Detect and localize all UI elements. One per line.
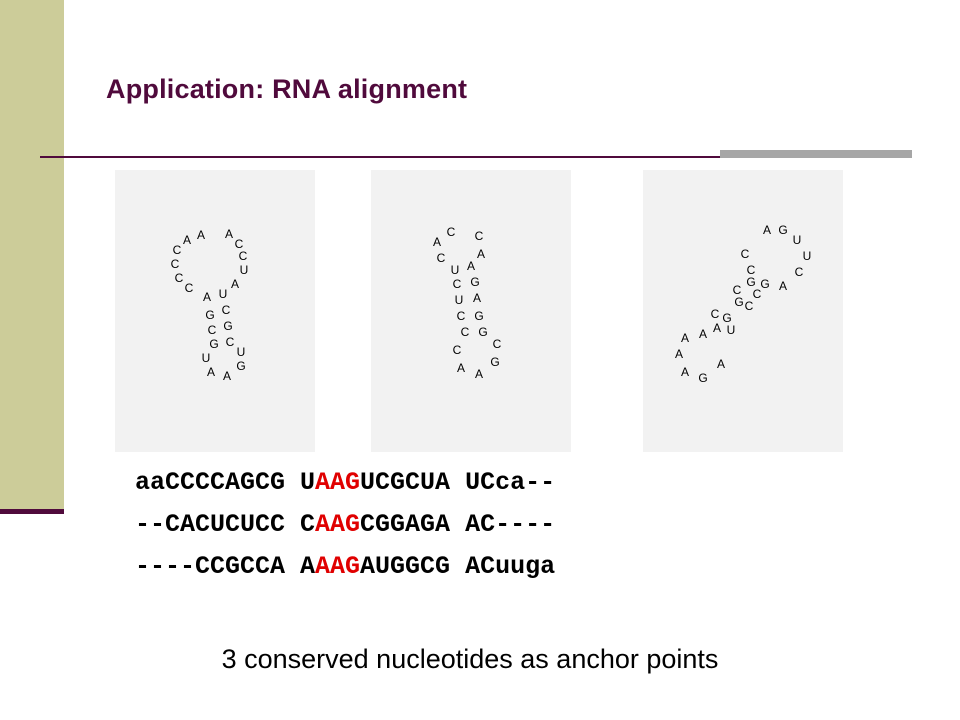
nucleotide-label: G <box>470 275 479 289</box>
nucleotide-label: A <box>183 233 191 247</box>
nucleotide-label: C <box>493 337 502 351</box>
nucleotide-label: C <box>226 335 235 349</box>
nucleotide-label: A <box>779 279 787 293</box>
title-divider <box>40 156 912 158</box>
nucleotide-label: C <box>171 257 180 271</box>
nucleotide-label: U <box>219 287 228 301</box>
nucleotide-label: G <box>746 275 755 289</box>
nucleotide-label: C <box>235 237 244 251</box>
nucleotide-label: U <box>451 263 460 277</box>
nucleotide-label: A <box>681 331 689 345</box>
nucleotide-label: U <box>793 233 802 247</box>
nucleotide-label: G <box>778 223 787 237</box>
nucleotide-label: C <box>457 309 466 323</box>
nucleotide-label: G <box>734 295 743 309</box>
alignment-row-3-prefix: ----CCGCCA A <box>135 552 316 581</box>
nucleotide-label: C <box>437 251 446 265</box>
alignment-row-3-suffix: AUGGCG ACuuga <box>360 552 556 581</box>
nucleotide-label: G <box>478 325 487 339</box>
nucleotide-label: C <box>741 247 750 261</box>
nucleotide-label: A <box>475 367 483 381</box>
nucleotide-label: A <box>207 365 215 379</box>
slide-title: Application: RNA alignment <box>106 74 468 104</box>
nucleotide-label: C <box>222 303 231 317</box>
nucleotide-label: G <box>760 277 769 291</box>
nucleotide-label: C <box>453 343 462 357</box>
caption: 3 conserved nucleotides as anchor points <box>0 644 940 675</box>
alignment-row-1-prefix: aaCCCCAGCG U <box>135 468 316 497</box>
alignment-row-2-prefix: --CACUCUCC C <box>135 510 316 539</box>
nucleotide-label: G <box>698 371 707 385</box>
nucleotide-label: A <box>681 365 689 379</box>
nucleotide-label: C <box>185 281 194 295</box>
nucleotide-label: A <box>223 369 231 383</box>
nucleotide-label: G <box>474 309 483 323</box>
nucleotide-label: C <box>461 325 470 339</box>
nucleotide-label: C <box>173 243 182 257</box>
alignment-row-1-anchor: AAG <box>315 468 361 497</box>
nucleotide-label: C <box>795 265 804 279</box>
nucleotide-label: G <box>236 359 245 373</box>
nucleotide-label: A <box>203 290 211 304</box>
alignment-row-3: ----CCGCCA AAAGAUGGCG ACuuga <box>135 546 555 588</box>
nucleotide-label: A <box>713 321 721 335</box>
sequence-alignment: aaCCCCAGCG UAAGUCGCUA UCca-- --CACUCUCC … <box>135 462 555 588</box>
nucleotide-label: C <box>453 277 462 291</box>
nucleotide-label: A <box>197 228 205 242</box>
nucleotide-label: G <box>223 319 232 333</box>
nucleotide-label: U <box>803 249 812 263</box>
caption-text: 3 conserved nucleotides as anchor points <box>221 644 719 674</box>
nucleotide-label: A <box>457 361 465 375</box>
nucleotide-label: C <box>745 299 754 313</box>
nucleotide-label: G <box>209 337 218 351</box>
alignment-row-3-anchor: AAG <box>315 552 361 581</box>
left-accent-bar-cap <box>0 509 64 514</box>
title-divider-accent <box>720 150 912 158</box>
nucleotide-label: C <box>747 263 756 277</box>
nucleotide-label: C <box>175 271 184 285</box>
nucleotide-label: G <box>722 311 731 325</box>
alignment-row-2-anchor: AAG <box>315 510 361 539</box>
alignment-row-2: --CACUCUCC CAAGCGGAGA AC---- <box>135 504 555 546</box>
alignment-row-1-suffix: UCGCUA UCca-- <box>360 468 556 497</box>
alignment-row-1: aaCCCCAGCG UAAGUCGCUA UCca-- <box>135 462 555 504</box>
nucleotide-label: C <box>208 323 217 337</box>
nucleotide-label: A <box>717 357 725 371</box>
nucleotide-label: A <box>433 235 441 249</box>
nucleotide-label: C <box>239 249 248 263</box>
nucleotide-label: A <box>473 291 481 305</box>
nucleotide-label: A <box>231 277 239 291</box>
nucleotide-label: C <box>753 287 762 301</box>
nucleotide-label: A <box>477 247 485 261</box>
nucleotide-label: C <box>447 225 456 239</box>
nucleotide-label: U <box>240 263 249 277</box>
nucleotide-label: U <box>727 323 736 337</box>
nucleotide-label: U <box>202 351 211 365</box>
alignment-row-2-suffix: CGGAGA AC---- <box>360 510 556 539</box>
nucleotide-label: U <box>237 345 246 359</box>
nucleotide-label: C <box>711 307 720 321</box>
nucleotide-label: A <box>763 223 771 237</box>
nucleotide-label: A <box>467 259 475 273</box>
nucleotide-label: G <box>490 355 499 369</box>
nucleotide-label: A <box>675 347 683 361</box>
nucleotide-label: A <box>225 227 233 241</box>
nucleotide-label: A <box>699 327 707 341</box>
left-accent-bar <box>0 0 64 512</box>
nucleotide-label: G <box>205 308 214 322</box>
nucleotide-label: C <box>733 283 742 297</box>
nucleotide-label: C <box>475 229 484 243</box>
nucleotide-label: U <box>455 293 464 307</box>
